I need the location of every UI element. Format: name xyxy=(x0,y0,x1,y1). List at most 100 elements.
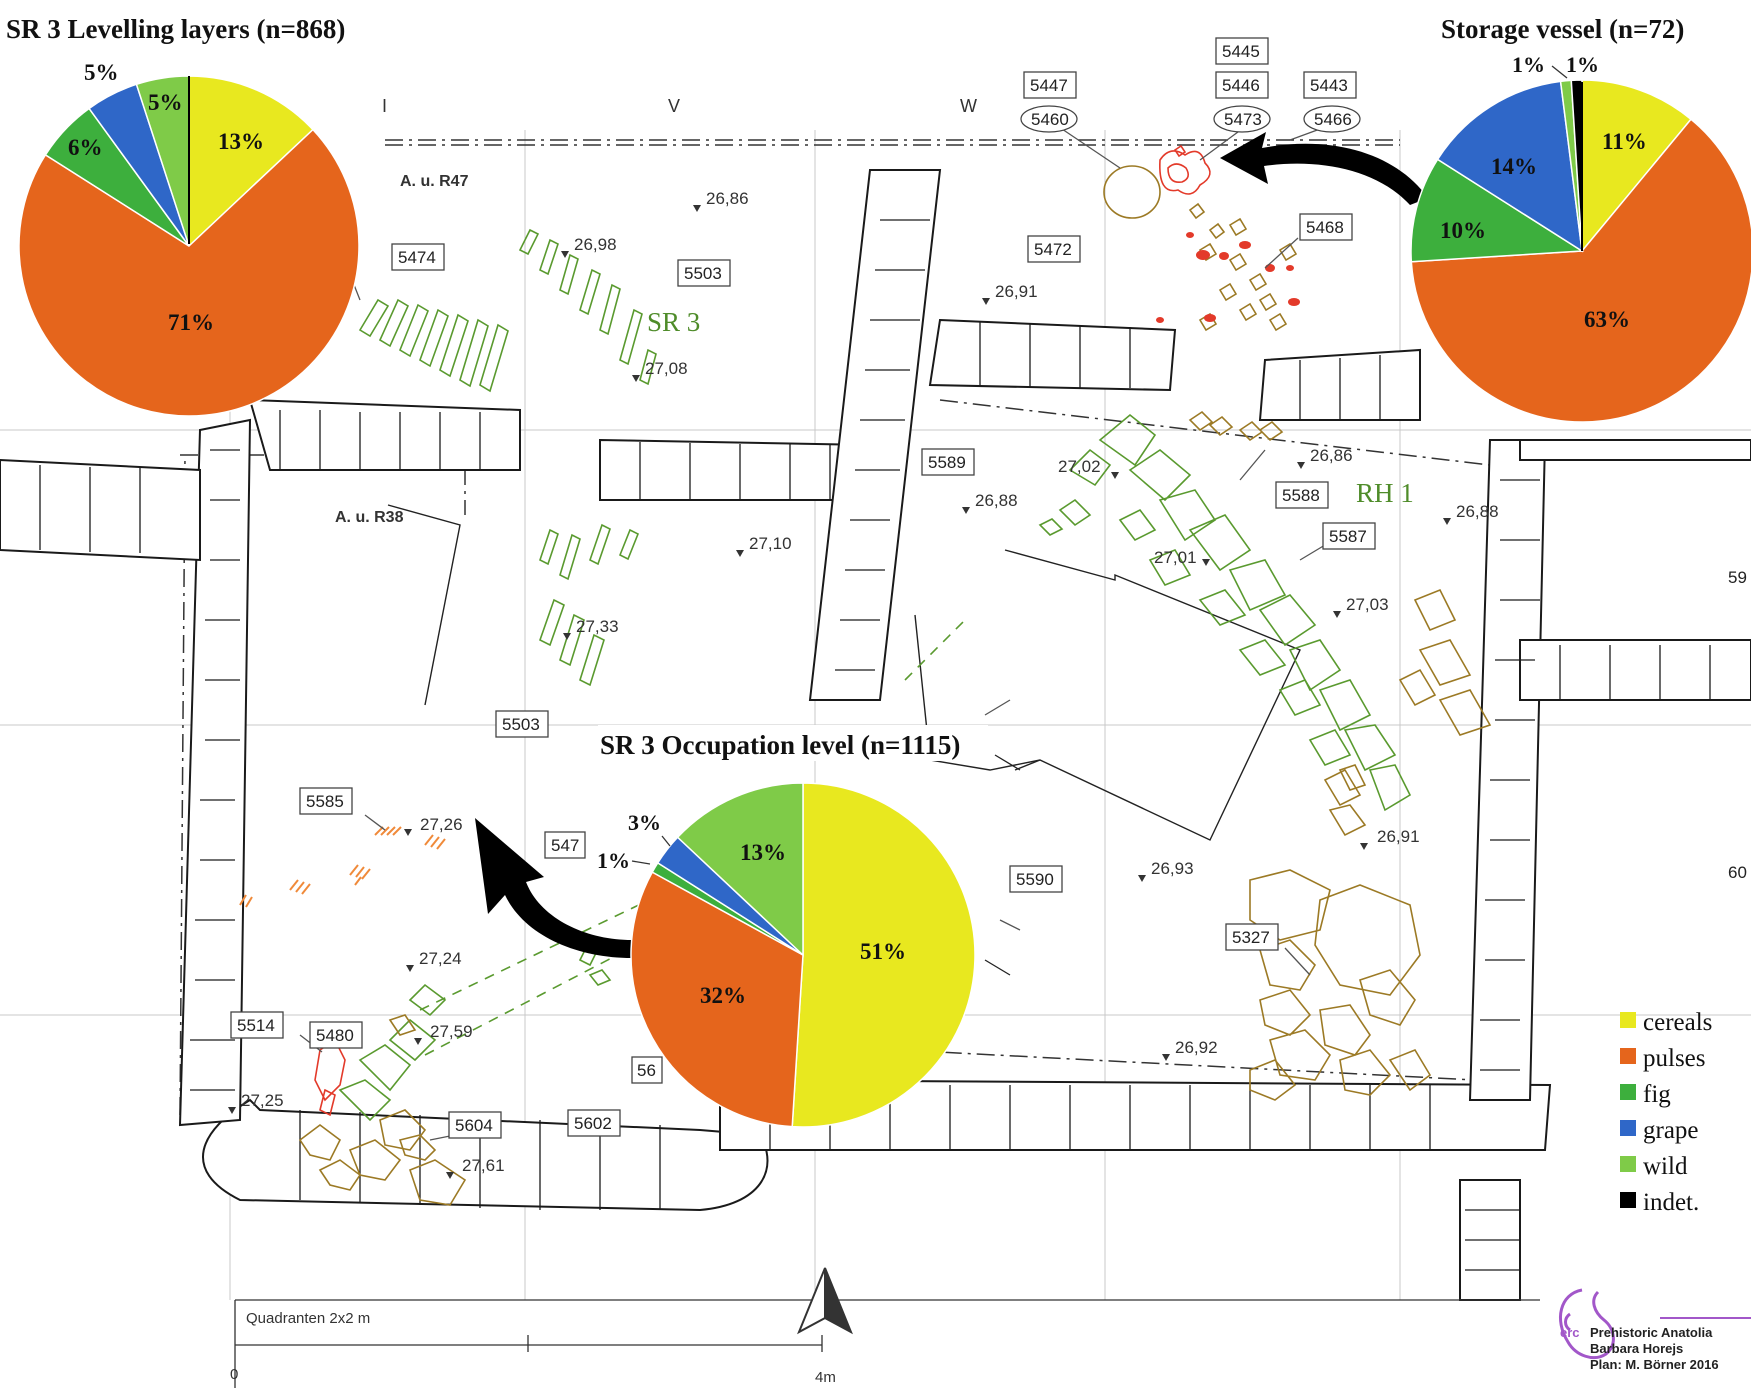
pie-slice-cereals xyxy=(1581,79,1693,254)
legend: cereals pulses fig grape wild indet. xyxy=(1620,1009,1712,1216)
feature-labels: 5445 5446 5443 5447 5474 5503 5472 5468 … xyxy=(237,42,1747,1135)
pie-label-occupation-13: 13% xyxy=(740,840,786,865)
pie-slice-indet xyxy=(1570,79,1583,252)
elevation-label: 26,88 xyxy=(1456,502,1499,521)
pie-label-levelling-5a: 5% xyxy=(84,60,119,85)
pie-label-levelling-71: 71% xyxy=(168,310,214,335)
pie-slice-grape xyxy=(1436,80,1583,253)
ellipse-features xyxy=(1020,105,1361,133)
scale-caption: Quadranten 2x2 m xyxy=(246,1310,370,1327)
credit-line-1: Prehistoric Anatolia xyxy=(1590,1325,1713,1340)
legend-item-pulses: pulses xyxy=(1620,1045,1706,1072)
pie-label-levelling-13: 13% xyxy=(218,129,264,154)
elevation-label: 27,25 xyxy=(241,1091,284,1110)
credit-org: erc xyxy=(1560,1325,1580,1340)
feature-label-56: 56 xyxy=(637,1061,656,1080)
ellipse-label-5466: 5466 xyxy=(1314,110,1352,129)
scale-bar xyxy=(234,1299,1751,1388)
feature-label-59: 59 xyxy=(1728,568,1747,587)
pie-label-occupation-3: 3% xyxy=(628,810,661,835)
legend-swatch-fig xyxy=(1620,1084,1636,1100)
pie-label-levelling-6: 6% xyxy=(68,135,103,160)
credit-line-3: Plan: M. Börner 2016 xyxy=(1590,1357,1719,1372)
connector-lines xyxy=(984,754,1021,976)
pie-title-levelling: SR 3 Levelling layers (n=868) xyxy=(6,14,345,44)
elevation-label: 27,08 xyxy=(645,359,688,378)
elevation-markers xyxy=(228,205,1451,1179)
scale-end-label: 4m xyxy=(815,1369,836,1386)
elevation-label: 27,26 xyxy=(420,815,463,834)
room-label-r47: A. u. R47 xyxy=(400,173,469,190)
pie-label-occupation-51: 51% xyxy=(860,939,906,964)
legend-label-pulses: pulses xyxy=(1643,1045,1706,1072)
orange-hatches xyxy=(239,826,446,908)
pie-slice-pulses xyxy=(630,871,804,1128)
north-arrow-icon xyxy=(797,1267,853,1335)
elevation-label: 27,03 xyxy=(1346,595,1389,614)
pie-label-storage-1a: 1% xyxy=(1512,52,1545,77)
scale-start-label: 0 xyxy=(230,1366,238,1383)
grid-column-labels: I V W xyxy=(382,96,977,116)
pie-label-levelling-5b: 5% xyxy=(148,90,183,115)
ellipse-label-5460: 5460 xyxy=(1031,110,1069,129)
pie-slices-occupation xyxy=(630,782,976,1128)
pie-slice-cereals xyxy=(791,782,976,1128)
legend-swatch-cereals xyxy=(1620,1012,1636,1028)
pie-title-occupation: SR 3 Occupation level (n=1115) xyxy=(600,730,960,760)
red-filled-dots xyxy=(1156,232,1300,323)
elevation-label: 26,98 xyxy=(574,235,617,254)
feature-boxes xyxy=(230,37,1376,1139)
pie-label-occupation-1: 1% xyxy=(597,848,630,873)
pie-title-storage: Storage vessel (n=72) xyxy=(1441,14,1684,44)
feature-label-5503-mid: 5503 xyxy=(502,715,540,734)
elevation-label: 27,24 xyxy=(419,949,462,968)
elevation-label: 27,02 xyxy=(1058,457,1101,476)
feature-label-5604: 5604 xyxy=(455,1116,493,1135)
pie-slices-storage xyxy=(1410,79,1751,423)
legend-label-cereals: cereals xyxy=(1643,1009,1712,1036)
legend-swatch-pulses xyxy=(1620,1048,1636,1064)
legend-swatch-indet xyxy=(1620,1192,1636,1208)
brown-features xyxy=(298,165,1492,1206)
feature-label-5443: 5443 xyxy=(1310,76,1348,95)
elevation-labels: 26,86 26,98 26,91 27,08 27,02 26,86 26,8… xyxy=(241,189,1499,1175)
legend-item-indet: indet. xyxy=(1620,1189,1699,1216)
pie-slices-levelling xyxy=(18,75,360,417)
arrow-occupation-to-area xyxy=(475,818,632,958)
feature-label-60: 60 xyxy=(1728,863,1747,882)
elevation-label: 26,91 xyxy=(1377,827,1420,846)
elevation-label: 26,93 xyxy=(1151,859,1194,878)
feature-label-5447: 5447 xyxy=(1030,76,1068,95)
area-label-sr3: SR 3 xyxy=(647,307,700,337)
ellipse-label-5473: 5473 xyxy=(1224,110,1262,129)
feature-label-5585: 5585 xyxy=(306,792,344,811)
feature-label-5587: 5587 xyxy=(1329,527,1367,546)
feature-label-5468: 5468 xyxy=(1306,218,1344,237)
pie-storage-vessel: Storage vessel (n=72) 11% 63% 10% 14% 1%… xyxy=(1410,14,1751,423)
elevation-label: 26,92 xyxy=(1175,1038,1218,1057)
feature-label-5472: 5472 xyxy=(1034,240,1072,259)
legend-item-grape: grape xyxy=(1620,1117,1699,1144)
pie-label-storage-1b: 1% xyxy=(1566,52,1599,77)
pie-label-storage-11: 11% xyxy=(1602,129,1647,154)
legend-swatch-grape xyxy=(1620,1120,1636,1136)
legend-label-wild: wild xyxy=(1643,1153,1688,1180)
arrow-storage-to-vessel xyxy=(1220,132,1428,205)
green-features xyxy=(338,228,1412,1122)
elevation-label: 27,59 xyxy=(430,1022,473,1041)
elevation-label: 26,86 xyxy=(706,189,749,208)
legend-label-fig: fig xyxy=(1643,1081,1671,1108)
pie-slice-pulses xyxy=(1410,118,1751,423)
credits-block: erc Prehistoric Anatolia Barbara Horejs … xyxy=(1540,1285,1751,1375)
elevation-label: 27,61 xyxy=(462,1156,505,1175)
area-label-rh1: RH 1 xyxy=(1356,478,1414,508)
feature-label-5474: 5474 xyxy=(398,248,436,267)
elevation-label: 26,91 xyxy=(995,282,1038,301)
feature-label-5588: 5588 xyxy=(1282,486,1320,505)
feature-label-5446: 5446 xyxy=(1222,76,1260,95)
feature-label-5589: 5589 xyxy=(928,453,966,472)
pie-label-storage-10: 10% xyxy=(1440,218,1486,243)
elevation-label: 27,33 xyxy=(576,617,619,636)
credit-line-2: Barbara Horejs xyxy=(1590,1341,1683,1356)
